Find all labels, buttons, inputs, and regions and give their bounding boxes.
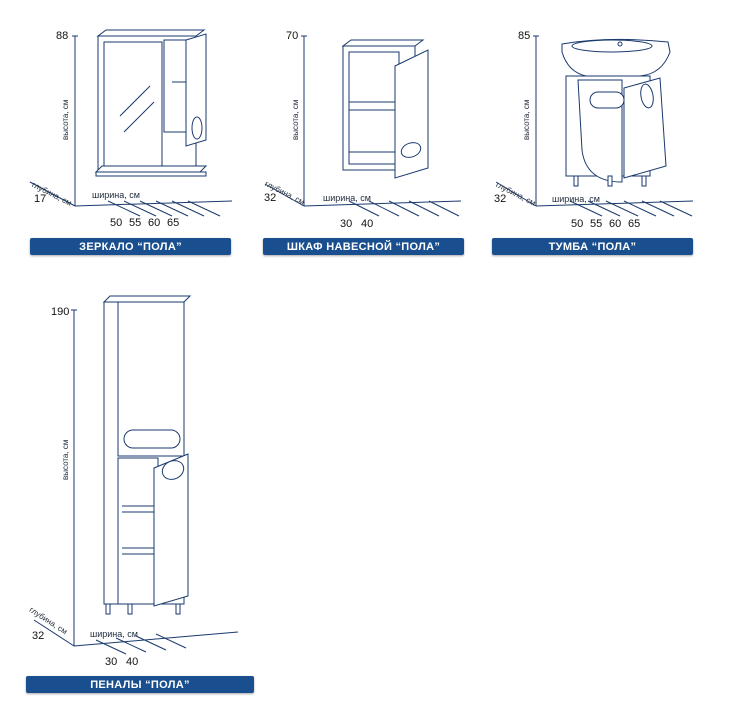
wall-cabinet-depth-value: 32 xyxy=(264,192,277,204)
vanity-depth-value: 32 xyxy=(494,193,507,205)
tall-cabinet-height-value: 190 xyxy=(51,306,70,318)
vanity-width-3: 60 xyxy=(609,218,622,230)
mirror-width-axis-label: ширина, см xyxy=(92,190,140,200)
vanity-height-axis-label: высота, см xyxy=(522,99,531,140)
mirror-width-2: 55 xyxy=(129,217,142,229)
tall-cabinet-width-1: 30 xyxy=(105,656,118,668)
wall-cabinet-height-axis-label: высота, см xyxy=(291,99,300,140)
tall-cabinet-depth-value: 32 xyxy=(32,630,45,642)
mirror-caption: ЗЕРКАЛО “ПОЛА” xyxy=(30,238,231,255)
mirror-width-3: 60 xyxy=(148,217,161,229)
tall-cabinet-height-axis-label: высота, см xyxy=(61,439,70,480)
mirror-depth-value: 17 xyxy=(34,193,47,205)
tall-cabinet-drawing xyxy=(33,295,239,655)
panel-vanity: 85 высота, см глубина, см 32 ширина, см … xyxy=(490,0,729,260)
tall-cabinet-width-axis-label: ширина, см xyxy=(90,629,138,639)
mirror-height-axis-label: высота, см xyxy=(61,99,70,140)
vanity-width-axis-label: ширина, см xyxy=(552,194,600,204)
mirror-width-4: 65 xyxy=(167,217,180,229)
panel-mirror: 88 высота, см глубина, см 17 ширина, см … xyxy=(0,0,245,260)
wall-cabinet-width-1: 30 xyxy=(340,218,353,230)
wall-cabinet-width-axis-label: ширина, см xyxy=(323,193,371,203)
panel-tall-cabinet: 190 высота, см глубина, см 32 ширина, см… xyxy=(0,280,270,719)
vanity-width-4: 65 xyxy=(628,218,641,230)
vanity-drawing xyxy=(495,35,694,217)
tall-cabinet-caption: ПЕНАЛЫ “ПОЛА” xyxy=(26,676,254,693)
panel-wall-cabinet: 70 высота, см глубина, см 32 ширина, см … xyxy=(245,0,490,260)
mirror-drawing xyxy=(29,29,233,217)
vanity-width-1: 50 xyxy=(571,218,584,230)
wall-cabinet-width-2: 40 xyxy=(361,218,374,230)
vanity-width-2: 55 xyxy=(590,218,603,230)
wall-cabinet-caption: ШКАФ НАВЕСНОЙ “ПОЛА” xyxy=(263,238,464,255)
mirror-height-value: 88 xyxy=(56,30,69,42)
wall-cabinet-height-value: 70 xyxy=(286,30,299,42)
mirror-width-1: 50 xyxy=(110,217,123,229)
vanity-height-value: 85 xyxy=(518,30,531,42)
vanity-caption: ТУМБА “ПОЛА” xyxy=(492,238,693,255)
wall-cabinet-drawing xyxy=(264,35,462,217)
tall-cabinet-width-2: 40 xyxy=(126,656,139,668)
